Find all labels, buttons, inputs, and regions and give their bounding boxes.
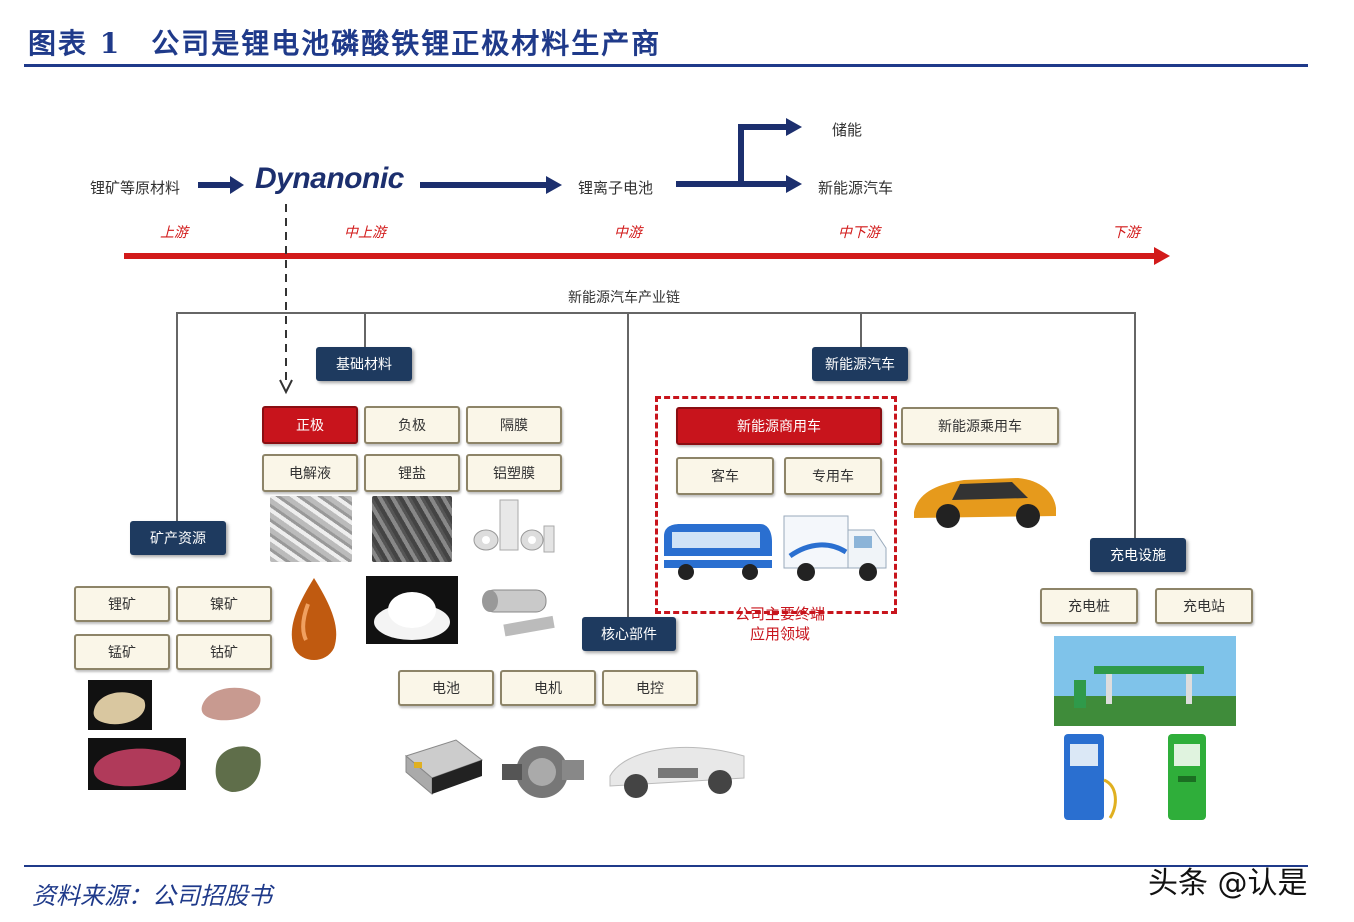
- flow-raw-material: 锂矿等原材料: [90, 179, 181, 197]
- bus-image: [664, 524, 772, 580]
- material-anode: 负极: [364, 406, 460, 444]
- caption-line: 公司主要终端: [734, 605, 825, 623]
- flow-battery: 锂离子电池: [578, 179, 654, 197]
- charging-station-image: [1054, 636, 1236, 726]
- battery-pack-image: [404, 739, 484, 796]
- dashed-arrow-icon: [279, 204, 293, 395]
- lithium-ore-image: [88, 680, 152, 730]
- flow-storage: 储能: [832, 121, 863, 139]
- material-separator: 隔膜: [466, 406, 562, 444]
- tree-line: [176, 312, 1136, 314]
- tree-line: [364, 312, 366, 348]
- stage-label: 中下游: [838, 225, 880, 241]
- aluminum-film-image: [482, 589, 555, 637]
- branch-arrow-icon: [676, 118, 802, 193]
- tree-line: [627, 312, 629, 618]
- truck-image: [783, 515, 887, 581]
- vehicle-passenger: 新能源乘用车: [901, 407, 1059, 445]
- caption-line: 应用领域: [749, 625, 810, 643]
- chassis-image: [609, 746, 745, 798]
- vehicle-special: 专用车: [784, 457, 882, 495]
- blue-charger-image: [1064, 734, 1117, 820]
- charging-pile: 充电桩: [1040, 588, 1138, 624]
- highlight-frame: [655, 396, 897, 614]
- anode-graphite-image: [372, 496, 452, 562]
- watermark: 头条 @认是: [1148, 866, 1308, 901]
- electrolyte-drop-image: [291, 578, 337, 660]
- material-aluminum-film: 铝塑膜: [466, 454, 562, 492]
- material-lithium-salt: 锂盐: [364, 454, 460, 492]
- title-rule: [24, 64, 1308, 67]
- tree-line: [860, 312, 862, 348]
- category-basic-materials: 基础材料: [316, 347, 412, 381]
- stage-label: 上游: [160, 225, 188, 241]
- stage-label: 中游: [614, 225, 642, 241]
- mineral-cobalt: 钴矿: [176, 634, 272, 670]
- source-note: 资料来源：公司招股书: [32, 882, 272, 910]
- mineral-lithium: 锂矿: [74, 586, 170, 622]
- arrow-right-icon: [420, 176, 562, 194]
- category-core-parts: 核心部件: [582, 617, 676, 651]
- category-nev: 新能源汽车: [812, 347, 908, 381]
- footer-rule: [24, 865, 1308, 867]
- tree-line: [1134, 312, 1136, 538]
- tree-line: [176, 312, 178, 522]
- cathode-powder-image: [270, 496, 352, 562]
- mineral-manganese: 锰矿: [74, 634, 170, 670]
- nickel-ore-image: [201, 687, 261, 721]
- vehicle-bus: 客车: [676, 457, 774, 495]
- arrow-right-icon: [198, 176, 244, 194]
- value-chain-arrow-icon: [124, 247, 1170, 265]
- company-logo: Dynanonic: [255, 162, 404, 195]
- part-controller: 电控: [602, 670, 698, 706]
- separator-rolls-image: [473, 499, 555, 553]
- flow-ev: 新能源汽车: [818, 179, 894, 197]
- charging-station: 充电站: [1155, 588, 1253, 624]
- stage-label: 下游: [1112, 225, 1140, 241]
- page-title: 图表 1 公司是锂电池磷酸铁锂正极材料生产商: [28, 27, 662, 60]
- part-battery: 电池: [398, 670, 494, 706]
- cobalt-ore-image: [215, 746, 261, 792]
- chain-root: 新能源汽车产业链: [568, 290, 680, 306]
- motor-image: [502, 746, 584, 798]
- highlight-caption: 公司主要终端 应用领域: [700, 604, 860, 644]
- vehicle-commercial: 新能源商用车: [676, 407, 882, 445]
- category-charging: 充电设施: [1090, 538, 1186, 572]
- material-electrolyte: 电解液: [262, 454, 358, 492]
- manganese-ore-image: [88, 738, 186, 790]
- stage-label: 中上游: [344, 225, 386, 241]
- lithium-salt-image: [366, 576, 458, 644]
- green-charger-image: [1168, 734, 1206, 820]
- material-cathode: 正极: [262, 406, 358, 444]
- category-mineral-resources: 矿产资源: [130, 521, 226, 555]
- suv-image: [914, 478, 1056, 528]
- part-motor: 电机: [500, 670, 596, 706]
- mineral-nickel: 镍矿: [176, 586, 272, 622]
